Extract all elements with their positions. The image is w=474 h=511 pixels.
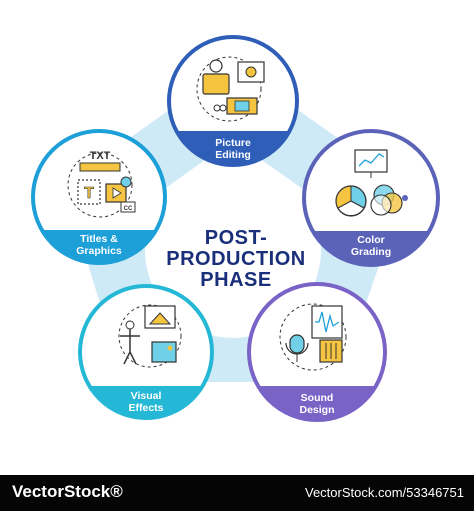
title-line-3: PHASE [200,269,271,291]
stage-sound-design: Sound Design [247,282,387,422]
stage-label-line-2: Graphics [76,245,122,257]
picture-editing-icon [196,56,265,122]
visual-effects-icon [118,304,182,368]
vectorstock-url: VectorStock.com/53346751 [305,485,464,500]
sound-design-icon [279,303,347,371]
stage-label-line-2: Effects [128,402,163,414]
title-line-2: PRODUCTION [166,248,305,270]
stage-label-line-1: Color [357,234,384,246]
color-grading-icon [335,149,408,217]
stage-label-line-2: Design [299,404,334,416]
vectorstock-logo: VectorStock® [12,482,123,501]
title-line-1: POST- [205,227,268,249]
center-title: POST- PRODUCTION PHASE [166,227,305,291]
stage-label-line-1: Visual [131,390,162,402]
watermark-footer: VectorStock® VectorStock.com/53346751 [0,475,474,511]
t-glyph: T [84,185,94,202]
post-production-diagram: POST- PRODUCTION PHASE Picture Editing [31,35,440,422]
titles-graphics-icon: TXT T CC [67,150,136,218]
stage-label-line-1: Titles & [80,233,118,245]
txt-label: TXT [90,150,111,162]
stage-label-line-1: Sound [301,392,334,404]
stage-label-line-1: Picture [215,137,251,149]
cc-badge: CC [124,206,133,212]
stage-visual-effects: Visual Effects [78,284,214,420]
stage-label-line-2: Grading [351,246,391,258]
stage-label-line-2: Editing [215,149,251,161]
